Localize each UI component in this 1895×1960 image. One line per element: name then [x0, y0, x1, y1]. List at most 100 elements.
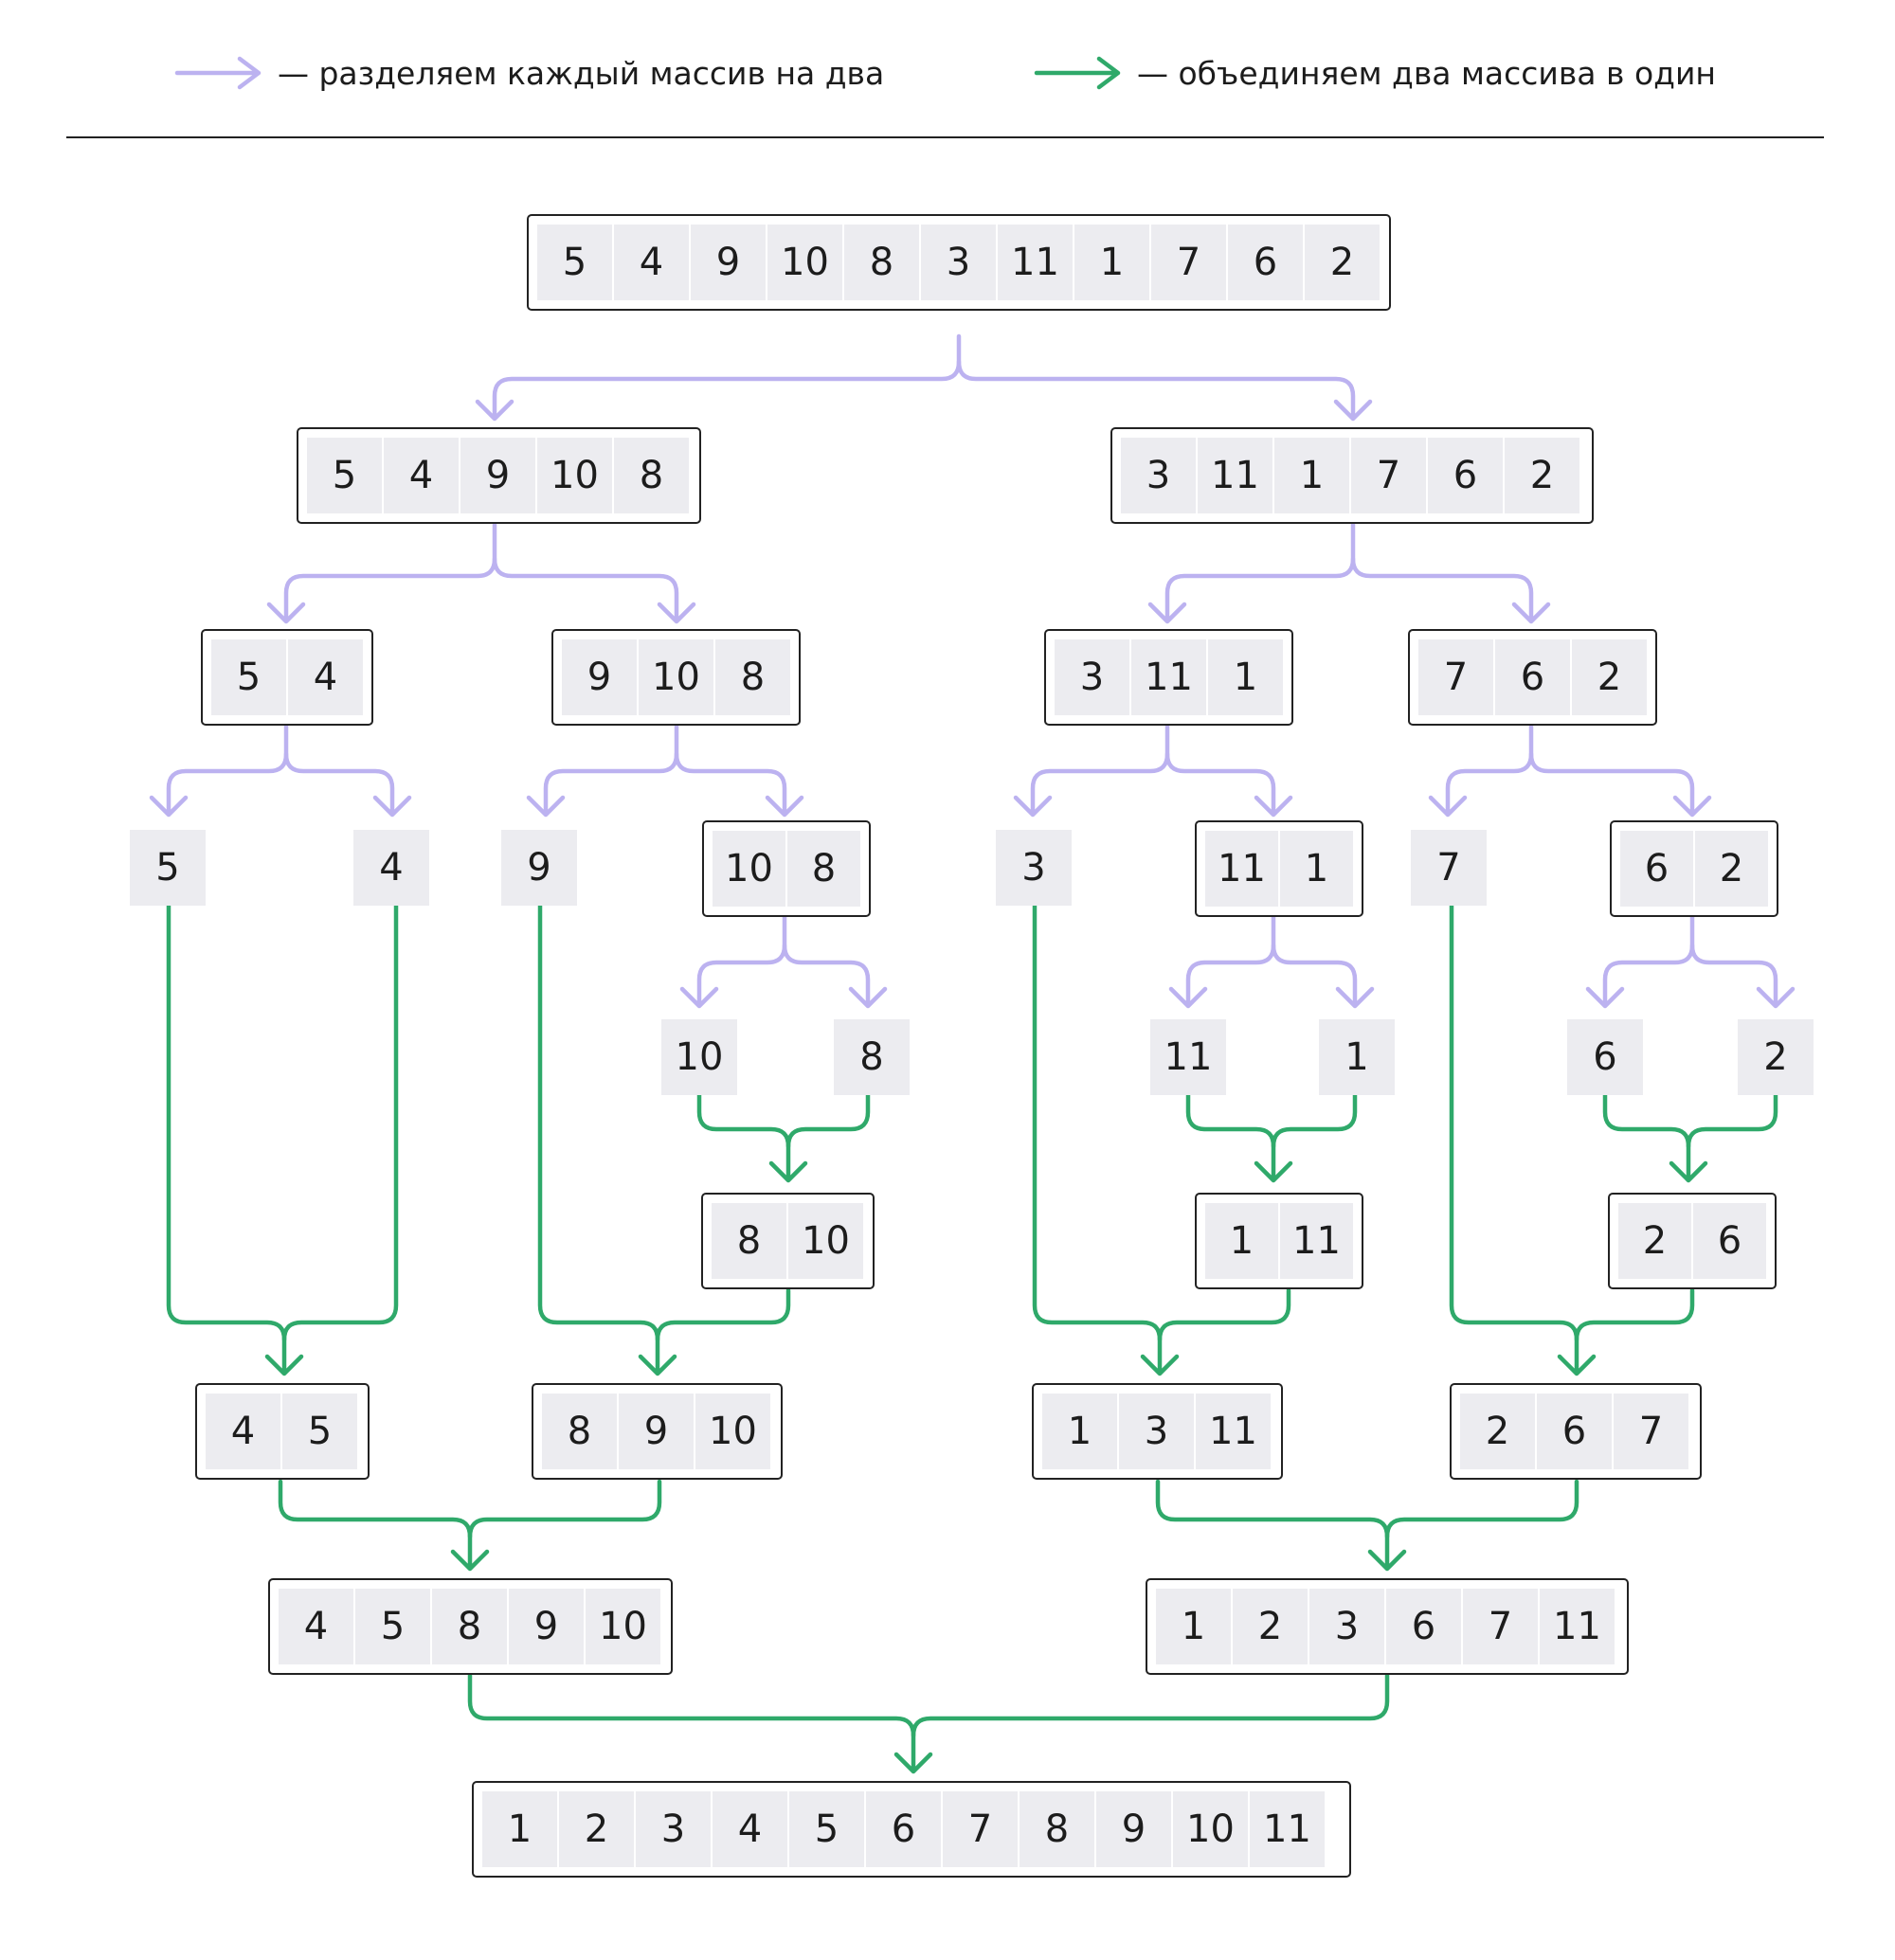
- array-cell: 5: [307, 438, 382, 513]
- split-arrow: [283, 751, 412, 818]
- divider: [66, 136, 1824, 138]
- single-element: 7: [1411, 830, 1487, 906]
- split-arrow: [782, 943, 888, 1009]
- merge-arrow: [467, 1672, 933, 1774]
- array-cell: 2: [1460, 1394, 1535, 1469]
- legend-split: — разделяем каждый массив на два: [173, 49, 884, 97]
- array-cell: 7: [1418, 639, 1493, 715]
- array-cell: 11: [998, 225, 1073, 300]
- array-cell: 8: [1020, 1791, 1094, 1867]
- array-cell: 10: [639, 639, 713, 715]
- merge-arrow: [1157, 1287, 1291, 1342]
- split-arrow: [1271, 943, 1375, 1009]
- array-cell: 2: [1305, 225, 1380, 300]
- array-cell: 11: [1196, 1394, 1271, 1469]
- split-arrow: [1689, 943, 1796, 1009]
- split-arrow: [674, 751, 804, 818]
- legend-split-text: — разделяем каждый массив на два: [278, 54, 885, 92]
- single-element: 11: [1150, 1019, 1226, 1095]
- array-cell: 4: [614, 225, 689, 300]
- array-cell: 11: [1131, 639, 1206, 715]
- array-cell: 3: [1121, 438, 1196, 513]
- merge-arrow: [281, 901, 399, 1342]
- array-cell: 8: [787, 831, 860, 907]
- single-element: 10: [661, 1019, 737, 1095]
- merge-arrow-icon: [1034, 56, 1121, 90]
- merge-arrow: [1574, 1287, 1695, 1342]
- single-element: 1: [1319, 1019, 1395, 1095]
- split-arrow-icon: [174, 56, 262, 90]
- merge-arrow: [1185, 1092, 1293, 1183]
- split-arrow: [1585, 914, 1695, 1009]
- merge-arrow: [1449, 901, 1597, 1376]
- merge-arrow: [655, 1287, 791, 1342]
- single-element: 5: [130, 830, 206, 906]
- array-cell: 5: [789, 1791, 864, 1867]
- array-cell: 2: [1618, 1203, 1691, 1279]
- merge-arrow: [467, 1479, 662, 1539]
- single-element: 2: [1738, 1019, 1814, 1095]
- single-element: 6: [1567, 1019, 1643, 1095]
- array-cell: 5: [355, 1589, 430, 1664]
- array-cell: 11: [1540, 1589, 1615, 1664]
- array-cell: 1: [482, 1791, 557, 1867]
- legend-merge: — объединяем два массива в один: [1033, 49, 1716, 97]
- merge-arrow: [166, 901, 304, 1376]
- split-arrow: [1168, 914, 1276, 1009]
- merge-arrow: [1602, 1092, 1708, 1183]
- array-cell: 10: [767, 225, 842, 300]
- array-cell: 6: [1620, 831, 1693, 907]
- array-cell: 6: [1537, 1394, 1612, 1469]
- array-cell: 7: [1614, 1394, 1688, 1469]
- array-cell: 6: [1228, 225, 1303, 300]
- split-arrow: [475, 333, 962, 422]
- array-cell: 5: [211, 639, 286, 715]
- single-element: 8: [834, 1019, 910, 1095]
- split-arrow: [1164, 751, 1293, 818]
- array-cell: 3: [921, 225, 996, 300]
- array-cell: 1: [1042, 1394, 1117, 1469]
- array-cell: 10: [586, 1589, 660, 1664]
- split-arrow: [1428, 723, 1534, 818]
- array-cell: 8: [614, 438, 689, 513]
- array-cell: 11: [1198, 438, 1272, 513]
- split-arrow: [956, 359, 1373, 422]
- array-cell: 1: [1208, 639, 1283, 715]
- array-cell: 8: [844, 225, 919, 300]
- array-cell: 3: [1119, 1394, 1194, 1469]
- array-cell: 7: [1351, 438, 1426, 513]
- array-cell: 4: [713, 1791, 787, 1867]
- array-cell: 2: [559, 1791, 634, 1867]
- array-cell: 11: [1205, 831, 1278, 907]
- array-cell: 8: [542, 1394, 617, 1469]
- array-cell: 1: [1205, 1203, 1278, 1279]
- merge-arrow: [785, 1092, 871, 1149]
- array-cell: 2: [1695, 831, 1768, 907]
- array-cell: 3: [1055, 639, 1129, 715]
- array-cell: 4: [288, 639, 363, 715]
- split-arrow: [1147, 520, 1356, 624]
- array-cell: 9: [509, 1589, 584, 1664]
- array-cell: 6: [1428, 438, 1503, 513]
- array-cell: 1: [1274, 438, 1349, 513]
- array-cell: 5: [537, 225, 612, 300]
- array-cell: 2: [1233, 1589, 1308, 1664]
- array-cell: 11: [1280, 1203, 1353, 1279]
- merge-arrow: [278, 1479, 490, 1572]
- array-cell: 9: [1096, 1791, 1171, 1867]
- merge-arrow: [911, 1672, 1390, 1738]
- array-cell: 9: [460, 438, 535, 513]
- split-arrow: [492, 556, 696, 624]
